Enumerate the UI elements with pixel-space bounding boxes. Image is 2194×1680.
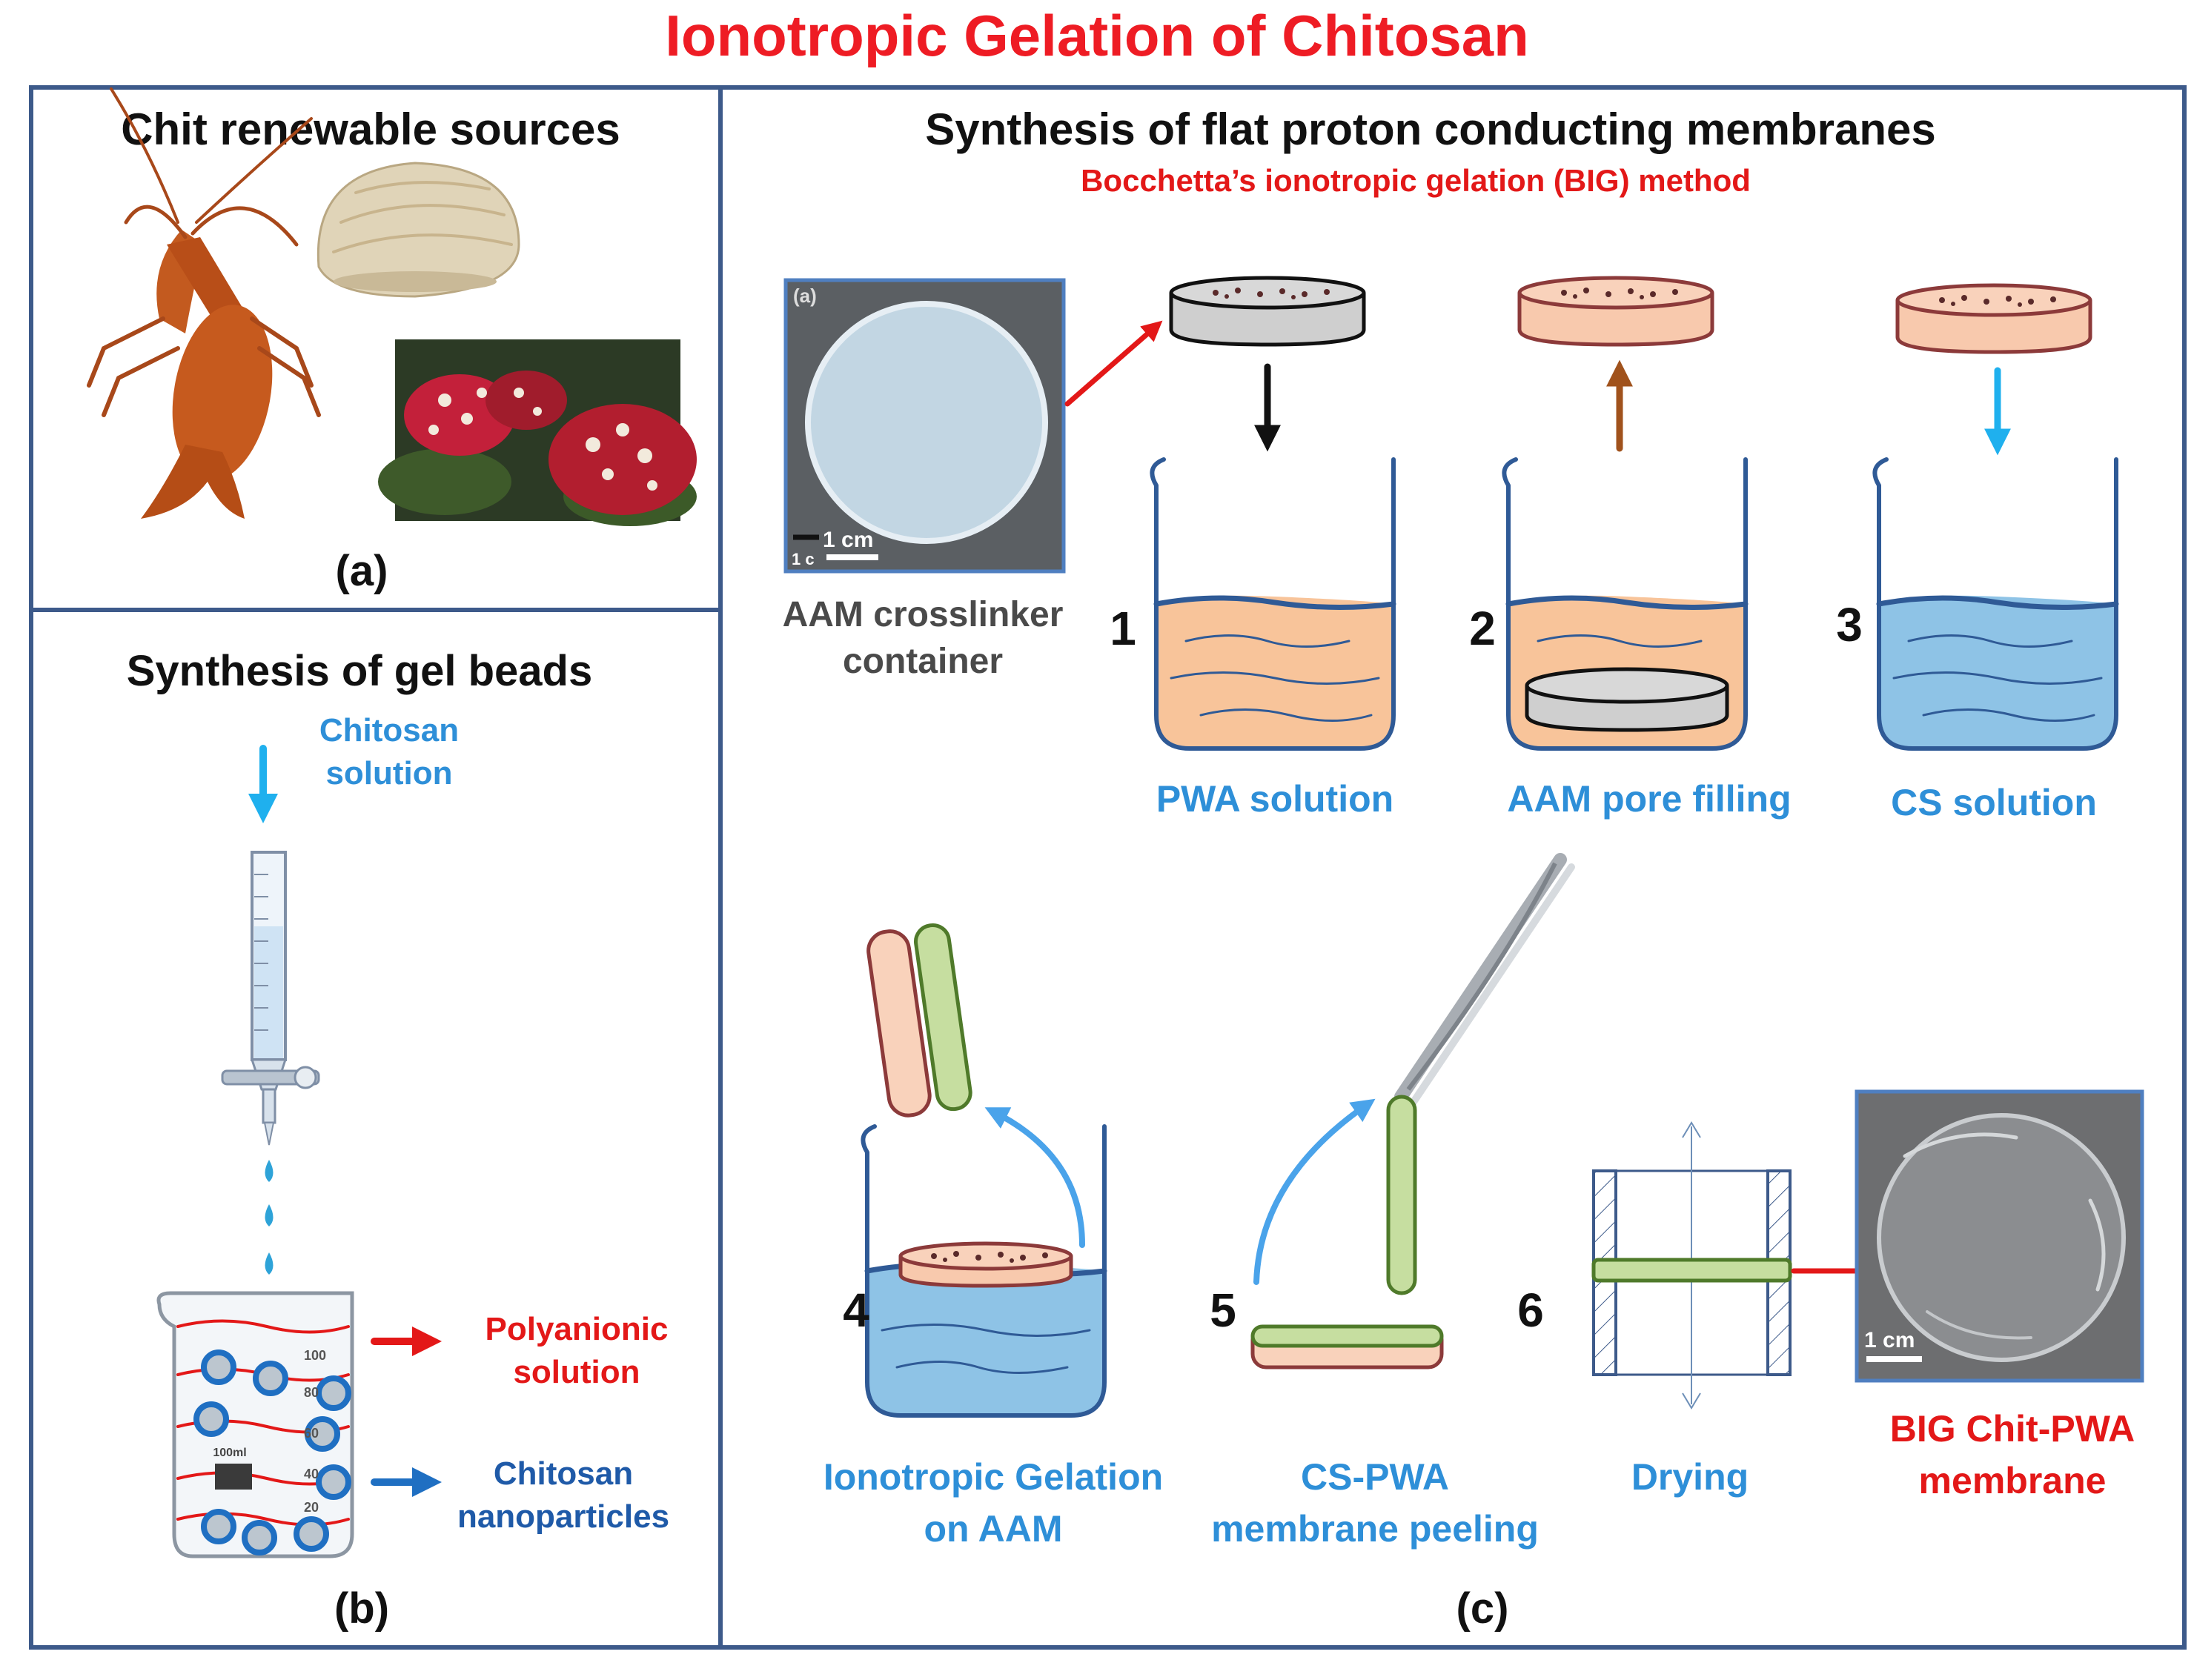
panel-a-label: (a) bbox=[336, 547, 388, 595]
step-2: 2 AAM pore filling bbox=[1469, 276, 1792, 820]
tilted-membrane-pair bbox=[866, 923, 972, 1118]
step-5-number: 5 bbox=[1210, 1284, 1236, 1337]
chitosan-solution-label-2: solution bbox=[325, 755, 452, 791]
aam-disc-grey bbox=[1169, 276, 1366, 347]
aam-scale-label: 1 cm bbox=[823, 528, 873, 552]
page-title: Ionotropic Gelation of Chitosan bbox=[665, 3, 1529, 68]
aam-label-1: AAM crosslinker bbox=[783, 595, 1064, 634]
nanoparticles-label-2: nanoparticles bbox=[457, 1498, 669, 1535]
aam-disc-filled bbox=[1517, 276, 1714, 347]
mushroom-photo bbox=[378, 339, 697, 526]
final-label-1: BIG Chit-PWA bbox=[1890, 1408, 2135, 1450]
membrane-on-aam bbox=[1250, 1324, 1444, 1369]
step-6-number: 6 bbox=[1517, 1284, 1544, 1337]
step-3: 3 CS solution bbox=[1836, 283, 2119, 823]
aam-photo-tag: (a) bbox=[793, 285, 817, 307]
beaker-scale-20: 20 bbox=[304, 1500, 319, 1515]
step-4-arrow bbox=[984, 1107, 1085, 1248]
step-5-label-2: membrane peeling bbox=[1211, 1508, 1539, 1550]
step-5-arrow bbox=[1253, 1098, 1376, 1285]
step-5: 5 CS-PWA membrane peeling bbox=[1210, 853, 1575, 1550]
polyanionic-label-1: Polyanionic bbox=[485, 1311, 669, 1347]
step-2-number: 2 bbox=[1469, 602, 1496, 655]
step-4-label-1: Ionotropic Gelation bbox=[823, 1456, 1163, 1498]
panel-c-border bbox=[718, 85, 2187, 1650]
step-1-number: 1 bbox=[1110, 602, 1136, 655]
panel-c-heading: Synthesis of flat proton conducting memb… bbox=[925, 104, 1935, 154]
step-6-label: Drying bbox=[1631, 1456, 1749, 1498]
drying-frame-icon bbox=[1591, 1121, 1792, 1410]
final-membrane-photo: 1 cm bbox=[1855, 1089, 2144, 1383]
panel-c-subheading: Bocchetta’s ionotropic gelation (BIG) me… bbox=[1081, 163, 1751, 198]
aam-to-disc-arrow bbox=[1064, 320, 1163, 407]
panel-b-label: (b) bbox=[334, 1584, 389, 1633]
peeled-membrane bbox=[1386, 1095, 1417, 1295]
beaker-volume-text: 100ml bbox=[213, 1447, 246, 1459]
beaker-scale-100: 100 bbox=[304, 1348, 326, 1363]
step-5-label-1: CS-PWA bbox=[1301, 1456, 1449, 1498]
panel-c: Synthesis of flat proton conducting memb… bbox=[783, 104, 2144, 1633]
beaker-with-beads: 100ml 100 80 60 40 20 bbox=[156, 1291, 354, 1558]
panel-a-heading: Chit renewable sources bbox=[121, 104, 620, 154]
aam-label-2: container bbox=[843, 642, 1003, 681]
aam-photo: (a) 1 cm 1 c bbox=[783, 278, 1066, 574]
step-4: 4 Ionotropic Gelation on AAM bbox=[823, 923, 1163, 1550]
lobster-icon bbox=[87, 87, 321, 519]
final-label-2: membrane bbox=[1919, 1460, 2107, 1501]
step-3-label: CS solution bbox=[1891, 782, 2097, 823]
panel-a: Chit renewable sources bbox=[87, 87, 697, 595]
panel-b: Synthesis of gel beads Chitosan solution bbox=[127, 647, 669, 1633]
chitosan-solution-label-1: Chitosan bbox=[319, 712, 459, 748]
beaker-scale-60: 60 bbox=[304, 1426, 319, 1441]
aam-disc-cs bbox=[1895, 283, 2092, 354]
step-3-number: 3 bbox=[1836, 598, 1863, 651]
polyanionic-label-2: solution bbox=[513, 1354, 640, 1390]
clam-shell-icon bbox=[316, 162, 520, 298]
step-1: 1 PWA solution bbox=[1110, 276, 1396, 820]
beaker-scale-80: 80 bbox=[304, 1385, 319, 1400]
step-4-label-2: on AAM bbox=[924, 1508, 1063, 1550]
step-4-number: 4 bbox=[843, 1284, 869, 1337]
burette-icon bbox=[221, 851, 320, 1146]
aam-scale-label-small: 1 c bbox=[792, 550, 815, 568]
panel-c-label: (c) bbox=[1456, 1584, 1509, 1633]
panel-b-heading: Synthesis of gel beads bbox=[127, 647, 593, 695]
step-1-label: PWA solution bbox=[1156, 778, 1393, 820]
nanoparticles-label-1: Chitosan bbox=[494, 1455, 633, 1492]
tweezers-icon bbox=[1394, 853, 1575, 1108]
beaker-scale-40: 40 bbox=[304, 1467, 319, 1481]
final-scale-label: 1 cm bbox=[1864, 1328, 1915, 1352]
step-2-label: AAM pore filling bbox=[1507, 778, 1791, 820]
step-6: 6 Drying bbox=[1517, 1121, 1884, 1498]
